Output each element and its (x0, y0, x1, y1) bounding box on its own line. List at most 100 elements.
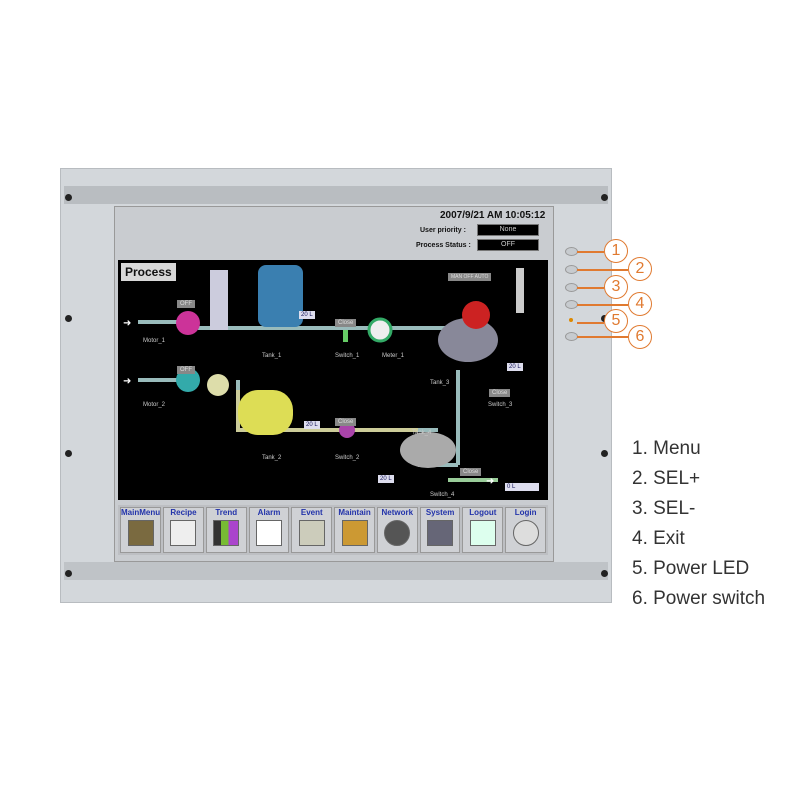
user-priority-value: None (477, 224, 539, 236)
network-button[interactable]: Network (376, 507, 418, 553)
maintain-icon (341, 520, 368, 546)
callout-3: 3 (604, 275, 628, 299)
button-label: Alarm (257, 508, 281, 517)
button-label: Trend (215, 508, 238, 517)
process-title: Process (121, 263, 176, 281)
alarm-button[interactable]: Alarm (248, 507, 290, 553)
screw (65, 194, 72, 201)
switch-1-close-button[interactable]: Close (335, 319, 357, 327)
screw (601, 450, 608, 457)
button-label: Recipe (170, 508, 197, 517)
switch-1-icon (343, 330, 348, 342)
legend-item: 2. SEL+ (632, 468, 701, 489)
screw (65, 315, 72, 322)
meter-1-icon (367, 317, 393, 343)
tank-4-level: 20 L (378, 475, 394, 483)
gauge-icon (207, 374, 229, 396)
label-switch-2: Switch_2 (335, 455, 360, 461)
tank-2-icon (238, 390, 293, 435)
legend-item: 5. Power LED (632, 558, 750, 579)
motor-1-off-button[interactable]: OFF (177, 300, 195, 308)
switch-2-close-button[interactable]: Close (335, 418, 357, 426)
screw (65, 450, 72, 457)
legend: 1. Menu 2. SEL+ 3. SEL- 4. Exit 5. Power… (632, 434, 765, 614)
maintain-button[interactable]: Maintain (334, 507, 375, 553)
logout-icon (469, 520, 496, 546)
power-led (569, 318, 573, 322)
tank-1-icon (258, 265, 303, 327)
bezel-bottom-band (64, 562, 608, 580)
tank-2-level: 20 L (304, 421, 320, 429)
label-switch-1: Switch_1 (335, 353, 360, 359)
network-icon (384, 520, 411, 546)
logout-button[interactable]: Logout (462, 507, 504, 553)
emergency-stop-icon (462, 301, 490, 329)
label-switch-4: Switch_4 (430, 492, 455, 498)
outlet-arrow-icon: ➜ (486, 476, 494, 487)
bezel-top-band (64, 186, 608, 204)
tank-1-level: 20 L (299, 311, 315, 319)
trend-button[interactable]: Trend (205, 507, 247, 553)
callout-line (577, 269, 628, 271)
motor-2-icon (176, 368, 200, 392)
screw (601, 194, 608, 201)
callout-line (577, 336, 628, 338)
motor-1-icon (176, 311, 200, 335)
callout-4: 4 (628, 292, 652, 316)
recipe-button[interactable]: Recipe (163, 507, 204, 553)
callout-2: 2 (628, 257, 652, 281)
mainmenu-button[interactable]: MainMenu (120, 507, 162, 553)
label-meter-1: Meter_1 (382, 353, 405, 359)
switch-4-close-button[interactable]: Close (460, 468, 482, 476)
callout-line (577, 322, 604, 324)
tank-3-level: 20 L (507, 363, 523, 371)
system-icon (427, 520, 454, 546)
label-switch-3: Switch_3 (488, 402, 513, 408)
label-tank-4: Tank_4 (412, 430, 432, 436)
legend-item: 1. Menu (632, 438, 701, 459)
process-diagram: ➜ ➜ ➜ (118, 260, 548, 500)
trend-icon (213, 520, 240, 546)
label-tank-2: Tank_2 (262, 455, 282, 461)
label-motor-2: Motor_2 (143, 402, 166, 408)
datetime: 2007/9/21 AM 10:05:12 (440, 210, 546, 221)
label-tank-1: Tank_1 (262, 353, 282, 359)
button-label: MainMenu (121, 508, 161, 517)
level-gauge-icon (210, 270, 228, 330)
switch-2-icon (339, 422, 355, 438)
legend-item: 3. SEL- (632, 498, 696, 519)
label-motor-1: Motor_1 (143, 338, 166, 344)
tank-3-icon (438, 318, 498, 362)
callout-5: 5 (604, 309, 628, 333)
button-label: Network (381, 508, 414, 517)
switch-3-close-button[interactable]: Close (489, 389, 511, 397)
button-label: Maintain (338, 508, 371, 517)
button-label: Event (300, 508, 323, 517)
inlet-arrow-icon: ➜ (123, 376, 131, 387)
process-pipes: ➜ ➜ ➜ (123, 265, 524, 487)
inlet-arrow-icon: ➜ (123, 318, 131, 329)
login-button[interactable]: Login (505, 507, 546, 553)
signal-tower-icon (516, 268, 524, 313)
hmi-button-bar: MainMenu Recipe Trend Alarm Event Mainta… (118, 505, 548, 555)
button-label: System (425, 508, 455, 517)
recipe-icon (170, 520, 197, 546)
event-icon (298, 520, 325, 546)
user-priority-label: User priority : (420, 227, 466, 234)
callout-1: 1 (604, 239, 628, 263)
mainmenu-icon (127, 520, 154, 546)
system-button[interactable]: System (419, 507, 461, 553)
event-button[interactable]: Event (291, 507, 333, 553)
callout-line (577, 304, 628, 306)
screw (601, 570, 608, 577)
process-status-label: Process Status : (416, 242, 471, 249)
button-label: Logout (469, 508, 497, 517)
motor-2-off-button[interactable]: OFF (177, 366, 195, 374)
tank-4-icon (400, 432, 456, 468)
login-icon (512, 520, 539, 546)
callout-line (577, 287, 604, 289)
legend-item: 4. Exit (632, 528, 685, 549)
alarm-icon (256, 520, 283, 546)
label-tank-3: Tank_3 (430, 380, 450, 386)
mode-selector[interactable]: MAN OFF AUTO (448, 273, 492, 281)
